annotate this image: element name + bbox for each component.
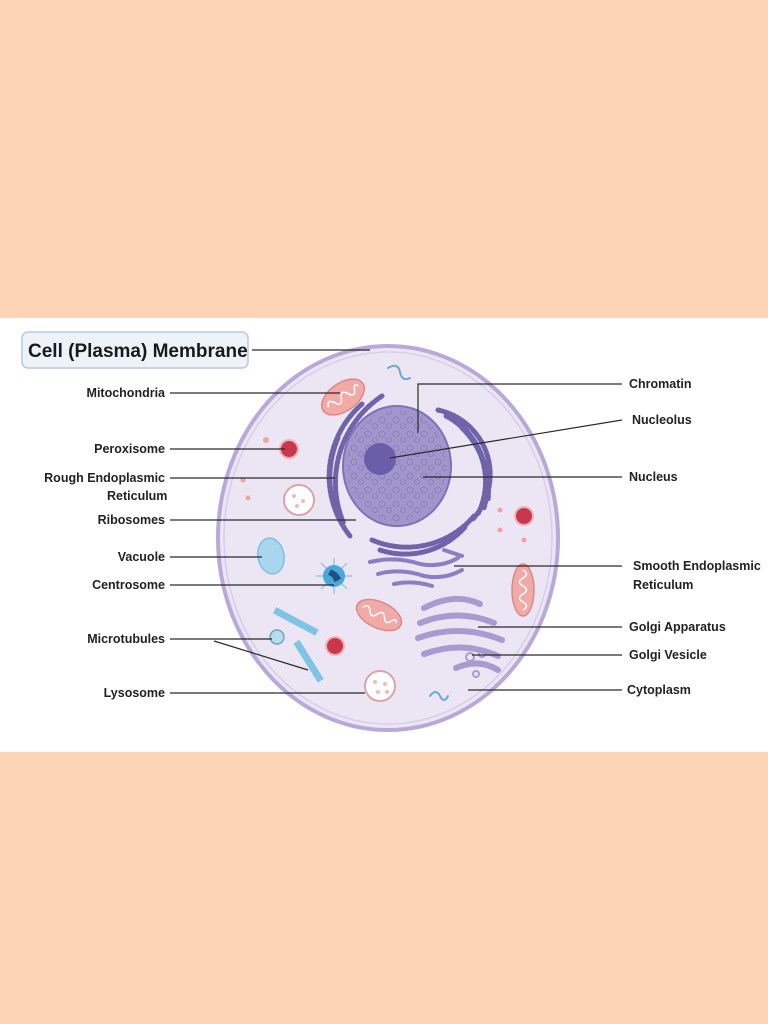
chromatin-texture	[347, 410, 447, 522]
label-rough-er-line1: Rough Endoplasmic	[44, 471, 165, 485]
diagram-panel: Cell (Plasma) Membrane Mitochondria Pero…	[0, 318, 768, 752]
mitochondrion	[321, 378, 365, 416]
peroxisomes	[279, 439, 534, 656]
nucleus	[342, 405, 452, 527]
peroxisome	[514, 506, 534, 526]
centrosome	[316, 558, 352, 594]
vesicle	[283, 484, 315, 516]
label-smooth-er-line2: Reticulum	[633, 578, 693, 592]
label-golgi-vesicle: Golgi Vesicle	[629, 648, 707, 662]
smooth-er	[368, 548, 464, 588]
nucleolus	[364, 443, 396, 475]
mitochondria	[321, 378, 535, 632]
label-mitochondria: Mitochondria	[87, 386, 167, 400]
leader-lines	[170, 349, 623, 694]
label-cytoplasm: Cytoplasm	[627, 683, 691, 697]
label-chromatin: Chromatin	[629, 377, 692, 391]
label-ribosomes: Ribosomes	[98, 513, 165, 527]
label-rough-er-line2: Reticulum	[107, 489, 167, 503]
mitochondrion	[355, 598, 403, 632]
label-golgi-apparatus: Golgi Apparatus	[629, 620, 726, 634]
label-nucleolus: Nucleolus	[632, 413, 692, 427]
title-box: Cell (Plasma) Membrane	[21, 331, 249, 369]
mitochondrion	[511, 563, 535, 617]
cytoplasm-particles	[240, 437, 527, 543]
label-microtubules: Microtubules	[87, 632, 165, 646]
lysosome	[364, 670, 396, 702]
title: Cell (Plasma) Membrane	[28, 341, 248, 362]
label-nucleus: Nucleus	[629, 470, 678, 484]
label-lysosome: Lysosome	[104, 686, 165, 700]
golgi-vesicles	[465, 650, 486, 678]
labels-left: Mitochondria Peroxisome Rough Endoplasmi…	[44, 386, 167, 700]
cell-diagram: Cell (Plasma) Membrane Mitochondria Pero…	[21, 331, 761, 732]
labels-right: Chromatin Nucleolus Nucleus Smooth Endop…	[627, 377, 761, 697]
label-smooth-er-line1: Smooth Endoplasmic	[633, 559, 761, 573]
golgi-apparatus	[415, 595, 505, 673]
squiggles	[387, 364, 449, 701]
label-peroxisome: Peroxisome	[94, 442, 165, 456]
vacuole	[257, 537, 285, 575]
label-centrosome: Centrosome	[92, 578, 165, 592]
peroxisome	[325, 636, 345, 656]
cell-membrane-inner	[223, 351, 553, 725]
label-vacuole: Vacuole	[118, 550, 165, 564]
microtubules	[269, 607, 324, 683]
